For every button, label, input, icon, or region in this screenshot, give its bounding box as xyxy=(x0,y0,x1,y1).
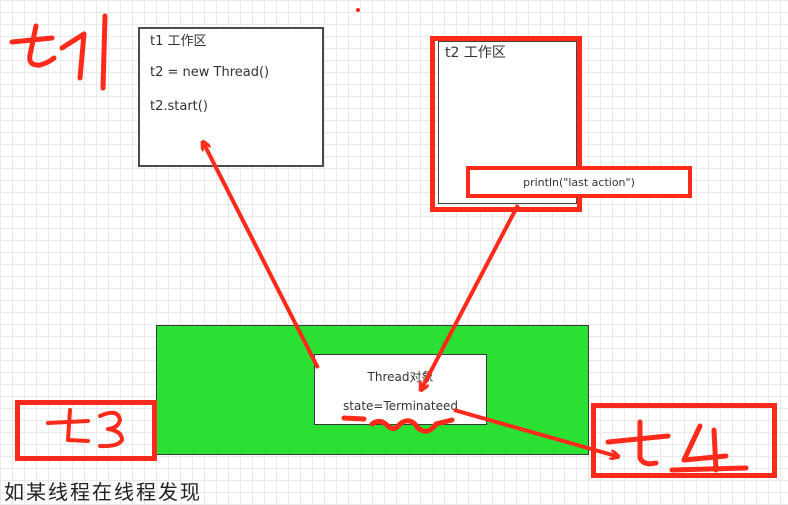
thread-object-title: Thread对象 xyxy=(367,370,434,384)
t3-highlight-box xyxy=(15,400,157,461)
red-dot-mark xyxy=(356,8,360,12)
thread-object-box: Thread对象 state=Terminateed xyxy=(314,354,487,425)
t2-title: t2 工作区 xyxy=(445,45,506,61)
t1-workspace-box: t1 工作区 t2 = new Thread() t2.start() xyxy=(138,27,324,167)
t4-highlight-box xyxy=(591,403,777,478)
thread-object-state: state=Terminateed xyxy=(343,399,458,413)
println-highlight-box: println("last action") xyxy=(466,166,692,198)
println-statement: println("last action") xyxy=(523,175,635,189)
handwritten-t1-mark xyxy=(9,13,108,91)
t1-line-new-thread: t2 = new Thread() xyxy=(150,65,270,80)
t1-line-start: t2.start() xyxy=(150,99,208,114)
t1-title: t1 工作区 xyxy=(150,34,207,49)
